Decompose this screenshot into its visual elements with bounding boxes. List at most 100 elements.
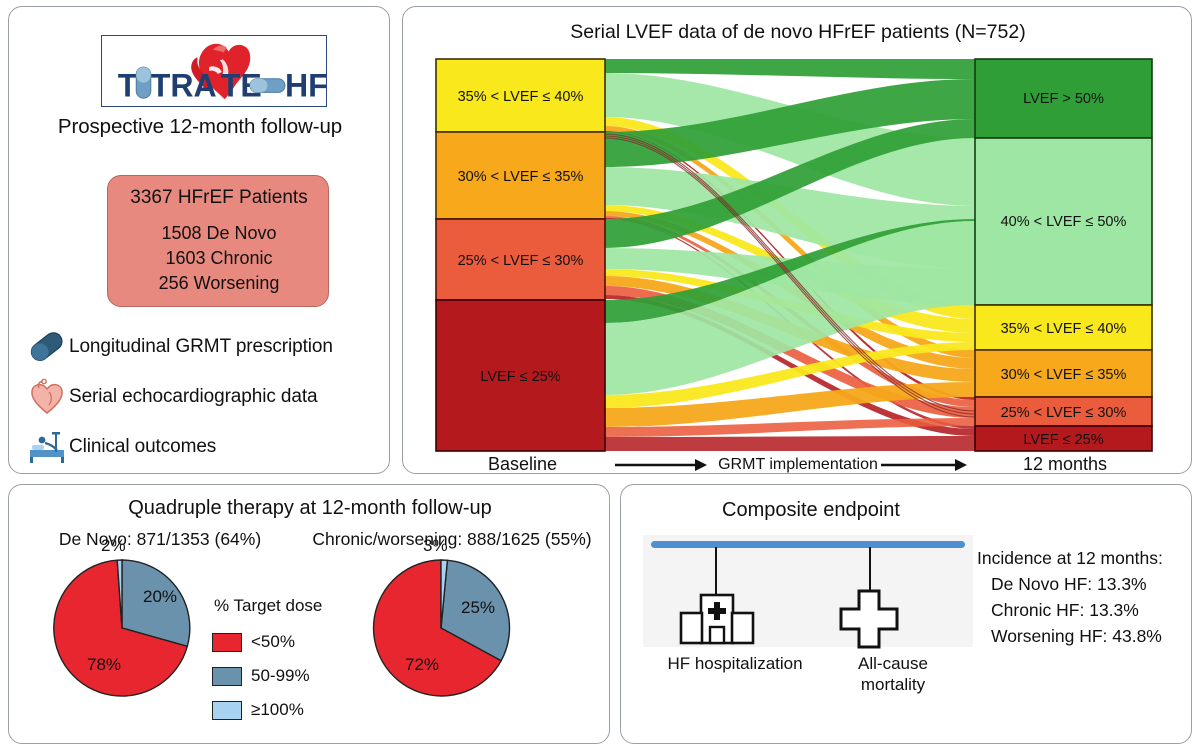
pie-slice-50-99[interactable] [121,559,191,648]
patient-line-worsening: 256 Worsening [158,273,280,293]
sankey-node-baseline-le25[interactable] [435,299,606,452]
incidence-denovo: De Novo HF: 13.3% [991,574,1147,594]
pie-label-lt50: 72% [405,655,439,674]
target-dose-legend: % Target dose <50% 50-99% ≥100% [212,596,352,727]
sankey-node-label: LVEF ≤ 25% [1023,432,1103,448]
sankey-axis-label-baseline: Baseline [487,454,558,474]
flow-ribbon-thin [605,133,975,412]
sankey-axis-label-grmt: GRMT implementation [718,456,878,473]
arrow-head-icon [955,459,967,471]
incidence-worsening: Worsening HF: 43.8% [991,626,1162,646]
flow-ribbon [605,219,975,323]
composite-endpoint-panel: Composite endpoint HF hospitalization Al… [620,484,1192,744]
sankey-node-12m-35-40[interactable] [974,304,1153,351]
sankey-flows [605,59,975,451]
legend-label-lt50: <50% [251,632,295,651]
sankey-node-12m-30-35[interactable] [974,349,1153,398]
sankey-node-label: LVEF ≤ 25% [480,369,560,385]
flow-ribbon [605,119,975,248]
sankey-node-label: 30% < LVEF ≤ 35% [1001,367,1127,383]
sankey-node-baseline-35-40[interactable] [435,58,606,133]
pie-slice-ge100[interactable] [116,559,123,629]
bullet-item-outcomes: Clinical outcomes [25,425,385,469]
bullet-item-grmt: Longitudinal GRMT prescription [25,325,385,369]
flow-ribbon [605,286,975,418]
pie-label-50-99: 25% [461,598,495,617]
patient-total-label: 3367 HFrEF Patients [130,187,308,208]
flow-ribbon-thin [605,137,975,418]
study-subtitle: Prospective 12-month follow-up [57,115,343,138]
sankey-node-12m-40-50[interactable] [974,137,1153,306]
pie-slice-ge100[interactable] [440,559,449,629]
pie-label-ge100: 3% [423,536,448,555]
svg-text:T: T [118,67,138,103]
pie-chart-denovo: 78% 20% 2% [53,536,191,697]
flow-ribbon [605,59,975,79]
pie-label-50-99: 20% [143,587,177,606]
titrate-hf-wordmark: T TRA TE HF [118,67,326,103]
legend-swatch-ge100 [212,700,242,720]
legend-title: % Target dose [214,596,323,615]
bullet-label-grmt: Longitudinal GRMT prescription [69,336,333,357]
legend-label-50-99: 50-99% [251,666,310,685]
endpoint-stem-mortality [869,547,871,595]
therapy-title: Quadruple therapy at 12-month follow-up [128,497,492,519]
sankey-node-baseline-25-30[interactable] [435,218,606,301]
svg-text:HF: HF [285,67,326,103]
legend-row-50-99[interactable]: 50-99% [212,659,352,693]
sankey-node-label: 25% < LVEF ≤ 30% [458,253,584,269]
pie-label-ge100: 2% [101,536,126,555]
heart-echo-icon [25,377,69,417]
flow-ribbon [605,436,975,451]
endpoint-caption-mortality: All-cause mortality [833,653,953,695]
hospital-bed-icon [25,427,69,467]
heart-graphic [191,43,251,100]
legend-swatch-50-99 [212,666,242,686]
legend-row-lt50[interactable]: <50% [212,625,352,659]
study-overview-panel: T TRA TE HF Prospective 12-month follow-… [8,6,390,474]
sankey-baseline-nodes: 35% < LVEF ≤ 40% 30% < LVEF ≤ 35% 25% < … [435,58,606,452]
therapy-subtitle-chronic: Chronic/worsening: 888/1625 (55%) [312,529,592,549]
endpoint-title: Composite endpoint [722,499,900,521]
sankey-node-label: 35% < LVEF ≤ 40% [1001,321,1127,337]
sankey-node-baseline-30-35[interactable] [435,131,606,220]
therapy-subtitle-denovo: De Novo: 871/1353 (64%) [58,529,262,549]
pill-capsule-horizontal-icon [249,78,286,93]
therapy-pies-svg: 78% 20% 2% 72% 25% 3% [53,536,511,697]
sankey-diagram: 35% < LVEF ≤ 40% 30% < LVEF ≤ 35% 25% < … [435,58,1153,471]
sankey-node-12m-gt50[interactable] [974,58,1153,139]
hospital-icon [679,593,755,645]
sankey-node-12m-le25[interactable] [974,425,1153,452]
pie-slice-50-99[interactable] [440,559,511,662]
sankey-node-label: 30% < LVEF ≤ 35% [458,169,584,185]
pie-slice-lt50[interactable] [372,559,503,697]
medical-cross-icon [839,589,899,649]
sankey-panel: Serial LVEF data of de novo HFrEF patien… [402,6,1192,474]
patient-line-chronic: 1603 Chronic [165,248,273,268]
sankey-node-label: 35% < LVEF ≤ 40% [458,89,584,105]
patient-line-denovo: 1508 De Novo [161,223,277,243]
flow-ribbon [605,221,975,395]
sankey-node-label: LVEF > 50% [1023,91,1104,107]
sankey-followup-nodes: LVEF > 50% 40% < LVEF ≤ 50% 35% < LVEF ≤… [974,58,1153,452]
quadruple-therapy-panel: Quadruple therapy at 12-month follow-up … [8,484,610,744]
legend-label-ge100: ≥100% [251,700,304,719]
capsule-pill-icon [25,327,69,367]
sankey-title: Serial LVEF data of de novo HFrEF patien… [570,21,1026,43]
flow-ribbon [605,342,975,408]
endpoint-stem-hospitalization [715,547,717,595]
flow-ribbon [605,295,975,436]
bullet-label-echo: Serial echocardiographic data [69,386,318,407]
flow-ribbon [605,382,975,427]
study-bullet-list: Longitudinal GRMT prescription Serial ec… [25,325,385,475]
sankey-node-label: 40% < LVEF ≤ 50% [1001,214,1127,230]
sankey-axis-label-12months: 12 months [1022,454,1108,474]
titrate-hf-logo: T TRA TE HF [101,35,327,107]
pie-label-lt50: 78% [87,655,121,674]
pie-slice-lt50[interactable] [53,559,189,697]
flow-ribbon [605,418,975,437]
legend-row-ge100[interactable]: ≥100% [212,693,352,727]
incidence-chronic: Chronic HF: 13.3% [991,600,1139,620]
patient-breakdown: 1508 De Novo 1603 Chronic 256 Worsening [108,221,330,296]
